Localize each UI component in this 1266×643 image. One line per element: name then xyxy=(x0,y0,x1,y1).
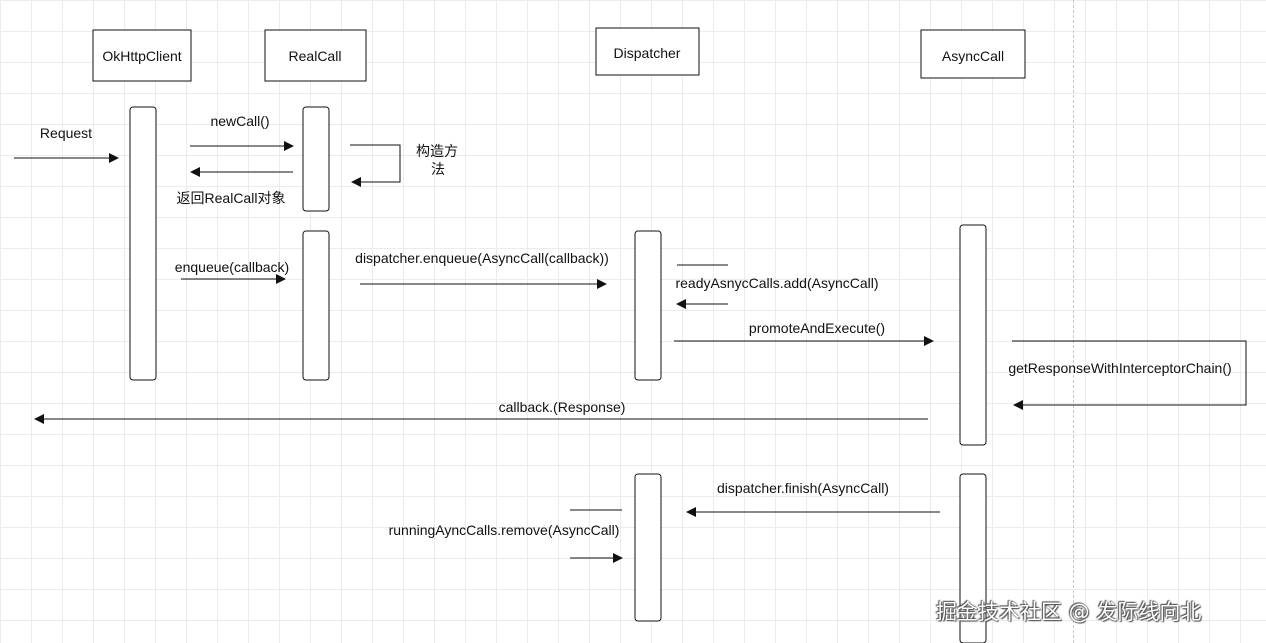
message-dispatcher-finish-label: dispatcher.finish(AsyncCall) xyxy=(717,480,889,496)
message-get-response-label: getResponseWithInterceptorChain() xyxy=(1008,360,1231,376)
message-dispatcher-enqueue-label: dispatcher.enqueue(AsyncCall(callback)) xyxy=(355,250,609,266)
participant-okhttpclient: OkHttpClient xyxy=(92,29,192,82)
message-return-realcall-label: 返回RealCall对象 xyxy=(177,190,286,206)
activation-realcall-1 xyxy=(302,106,330,212)
activation-realcall-2 xyxy=(302,230,330,381)
message-constructor-label-line1: 构造方 xyxy=(416,143,458,159)
message-enqueue-label: enqueue(callback) xyxy=(175,259,289,275)
message-dispatcher-finish: dispatcher.finish(AsyncCall) xyxy=(686,480,940,517)
watermark: 掘金技术社区 @ 发际线向北 xyxy=(936,600,1202,624)
message-get-response-self: getResponseWithInterceptorChain() xyxy=(1008,340,1247,410)
message-callback-response: callback.(Response) xyxy=(34,399,928,424)
activation-okhttpclient xyxy=(129,106,157,381)
participant-dispatcher: Dispatcher xyxy=(595,27,700,76)
participant-realcall: RealCall xyxy=(264,29,367,82)
message-new-call-label: newCall() xyxy=(210,113,269,129)
activation-dispatcher-2 xyxy=(634,473,662,622)
message-return-realcall: 返回RealCall对象 xyxy=(177,167,293,206)
message-ready-add-label: readyAsnycCalls.add(AsyncCall) xyxy=(675,275,878,291)
message-new-call: newCall() xyxy=(190,113,294,151)
message-ready-add-self: readyAsnycCalls.add(AsyncCall) xyxy=(675,264,879,309)
message-callback-response-label: callback.(Response) xyxy=(499,399,626,415)
message-request: Request xyxy=(14,125,119,163)
participant-asynccall-label: AsyncCall xyxy=(942,48,1004,64)
message-enqueue: enqueue(callback) xyxy=(175,259,289,284)
activation-asynccall-2 xyxy=(959,473,987,643)
message-request-label: Request xyxy=(40,125,92,141)
message-running-remove-self: runningAyncCalls.remove(AsyncCall) xyxy=(389,509,623,563)
page-boundary-dashed-line xyxy=(1073,0,1074,643)
participant-dispatcher-label: Dispatcher xyxy=(614,45,681,61)
participant-okhttpclient-label: OkHttpClient xyxy=(102,48,181,64)
participant-realcall-label: RealCall xyxy=(289,48,342,64)
message-dispatcher-enqueue: dispatcher.enqueue(AsyncCall(callback)) xyxy=(355,250,609,289)
message-promote-execute: promoteAndExecute() xyxy=(674,320,934,346)
message-constructor-label-line2: 法 xyxy=(431,161,445,177)
message-constructor-self: 构造方 法 xyxy=(350,143,458,187)
activation-dispatcher-1 xyxy=(634,230,662,381)
message-promote-execute-label: promoteAndExecute() xyxy=(749,320,885,336)
participant-asynccall: AsyncCall xyxy=(920,29,1026,79)
activation-asynccall-1 xyxy=(959,224,987,446)
message-running-remove-label: runningAyncCalls.remove(AsyncCall) xyxy=(389,522,620,538)
